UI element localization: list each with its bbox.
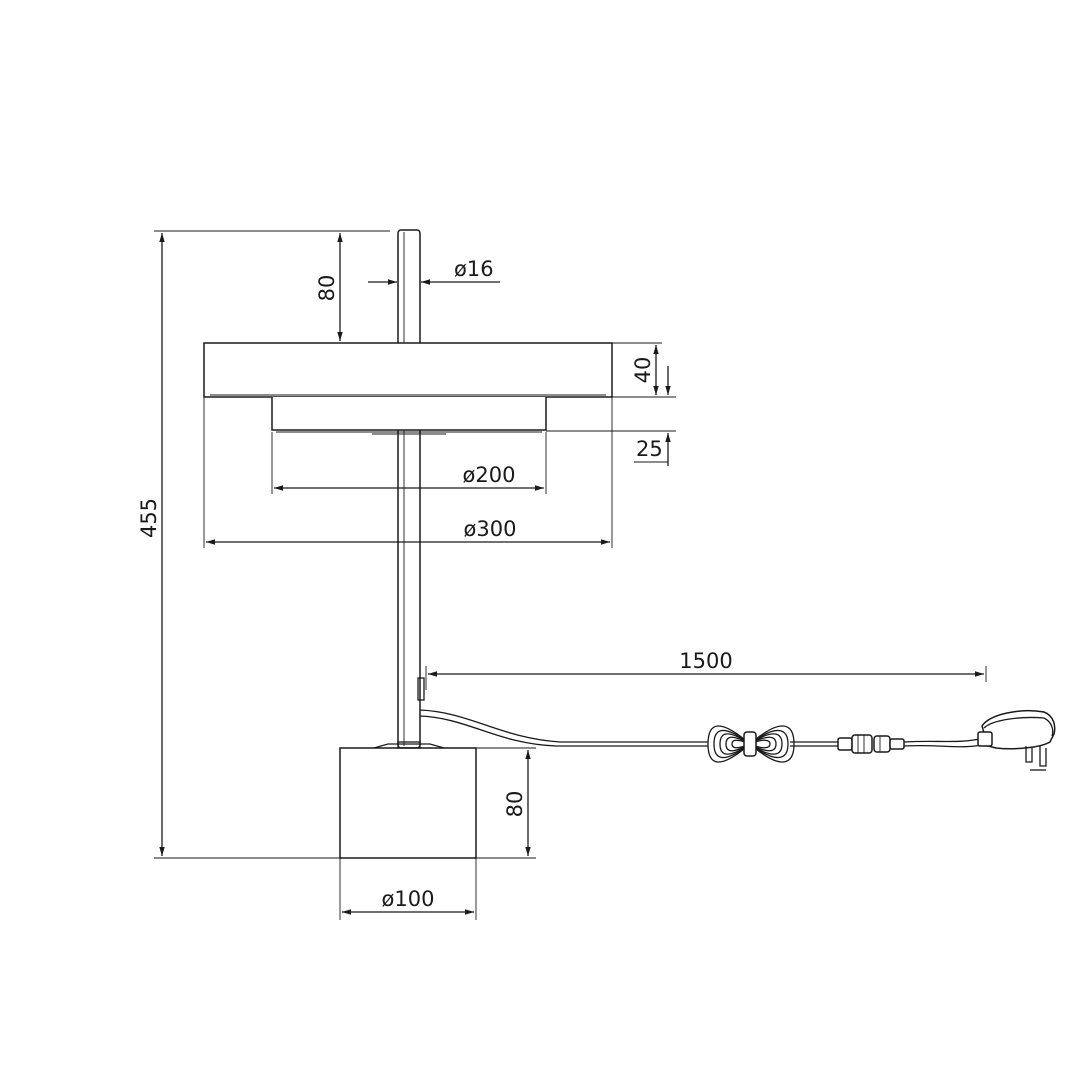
stem-switch (417, 677, 425, 701)
label-cable-length: 1500 (679, 649, 732, 673)
lamp-shade (203, 342, 613, 398)
label-shade-diameter: ø300 (464, 517, 517, 541)
dimension-diffuser-diameter: ø200 (271, 432, 547, 494)
dimension-stem-diameter: ø16 (368, 257, 500, 285)
dimension-base-diameter: ø100 (339, 858, 477, 920)
lamp-diffuser (271, 397, 547, 431)
label-base-diameter: ø100 (382, 887, 435, 911)
label-stem-diameter: ø16 (454, 257, 494, 281)
cable-connector-icon (837, 734, 905, 754)
cable-coil-icon (707, 725, 795, 763)
label-stem-top-height: 80 (315, 275, 339, 302)
lamp-body (203, 229, 613, 859)
lamp-base (339, 747, 477, 859)
dimension-cable-length: 1500 (425, 649, 987, 690)
dimension-diffuser-thickness: 25 (546, 430, 676, 466)
dimension-base-height: 80 (476, 747, 536, 856)
label-overall-height: 455 (137, 498, 161, 538)
label-base-height: 80 (503, 791, 527, 818)
label-diffuser-thickness: 25 (636, 437, 663, 461)
dimension-overall-height: 455 (137, 230, 536, 859)
lamp-stem (397, 229, 421, 749)
dimension-shade-diameter: ø300 (203, 397, 613, 548)
dimension-stem-top-height: 80 (315, 233, 343, 341)
label-shade-thickness: 40 (631, 357, 655, 384)
power-adapter-icon (977, 710, 1056, 771)
dimension-shade-thickness: 40 (612, 342, 676, 398)
label-diffuser-diameter: ø200 (463, 463, 516, 487)
